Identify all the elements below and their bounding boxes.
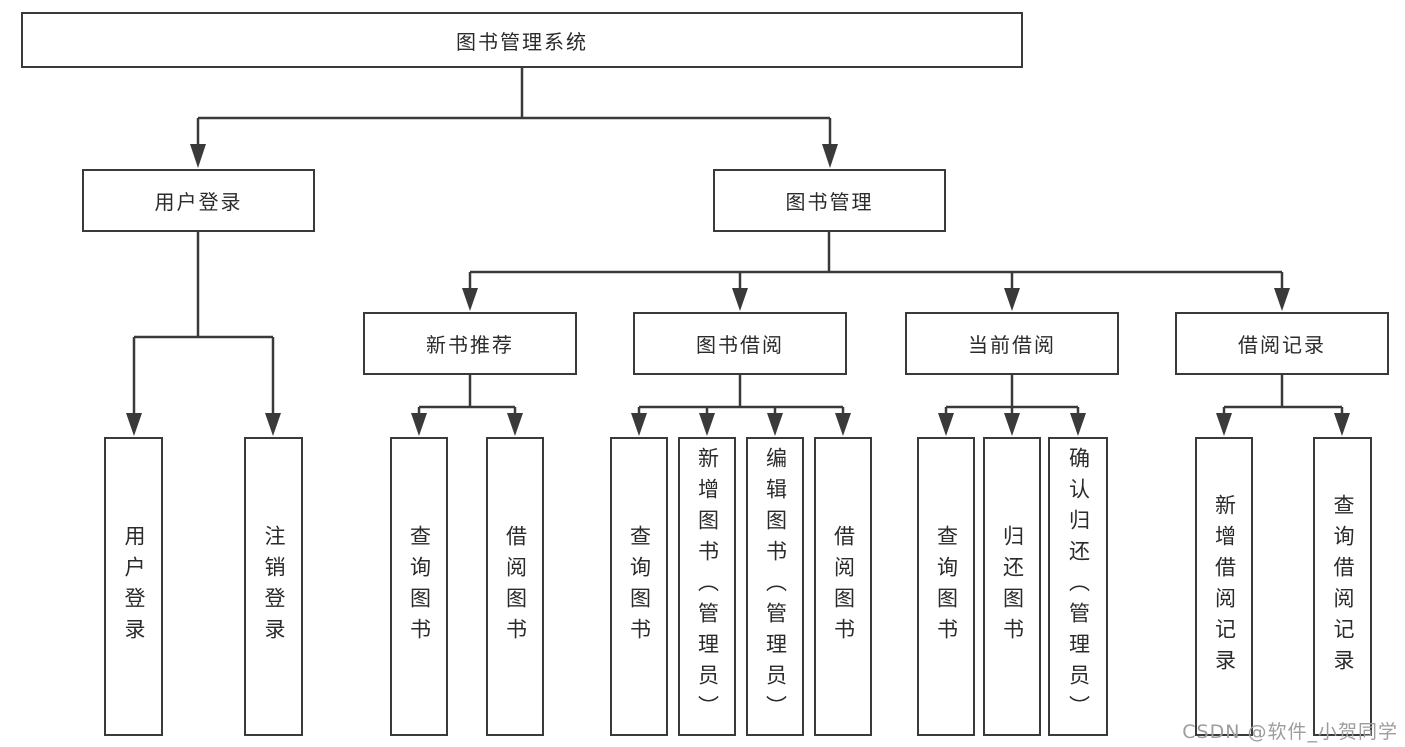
connector-book-management-to-level3: [468, 232, 1284, 290]
node-label: 借阅图书: [503, 524, 528, 649]
node-book-management: 图书管理: [713, 169, 946, 232]
leaf-query-book-2: 查询图书: [610, 437, 668, 736]
node-label: 查询借阅记录: [1331, 493, 1355, 680]
node-label: 图书管理: [785, 190, 874, 214]
node-label: 确认归还（管理员）: [1066, 447, 1091, 726]
connector-current-borrow-branch: [944, 375, 1080, 415]
node-label: 用户登录: [122, 524, 146, 649]
node-user-login: 用户登录: [82, 169, 315, 232]
node-label: 注销登录: [262, 524, 286, 649]
leaf-edit-book-admin: 编辑图书（管理员）: [746, 437, 804, 736]
node-new-book-recommend: 新书推荐: [363, 312, 577, 375]
leaf-query-book-3: 查询图书: [917, 437, 975, 736]
leaf-query-borrow-record: 查询借阅记录: [1313, 437, 1372, 736]
node-library-management-system: 图书管理系统: [21, 12, 1023, 68]
leaf-borrow-book-2: 借阅图书: [814, 437, 872, 736]
connector-borrow-record-branch: [1222, 375, 1344, 415]
leaf-confirm-return-admin: 确认归还（管理员）: [1048, 437, 1108, 736]
leaf-return-book: 归还图书: [983, 437, 1041, 736]
node-label: 借阅记录: [1238, 333, 1326, 357]
connector-book-borrow-branch: [637, 375, 845, 415]
node-current-borrow: 当前借阅: [905, 312, 1119, 375]
node-label: 当前借阅: [968, 333, 1056, 357]
node-label: 编辑图书（管理员）: [763, 447, 788, 726]
leaf-add-book-admin: 新增图书（管理员）: [678, 437, 736, 736]
node-label: 归还图书: [1000, 524, 1025, 649]
node-label: 借阅图书: [831, 524, 856, 649]
node-label: 查询图书: [934, 524, 959, 649]
node-borrow-record: 借阅记录: [1175, 312, 1389, 375]
leaf-query-book-1: 查询图书: [390, 437, 448, 736]
node-label: 查询图书: [627, 524, 652, 649]
leaf-user-login: 用户登录: [104, 437, 163, 736]
leaf-add-borrow-record: 新增借阅记录: [1195, 437, 1253, 736]
node-label: 新增图书（管理员）: [695, 447, 720, 726]
node-label: 图书管理系统: [456, 29, 588, 54]
arrowheads-level3: [462, 288, 1290, 311]
node-label: 用户登录: [154, 190, 243, 214]
arrowheads-leaves: [126, 413, 1350, 436]
arrowheads-level2: [190, 144, 838, 168]
node-label: 新书推荐: [426, 333, 514, 357]
node-book-borrow: 图书借阅: [633, 312, 847, 375]
connector-new-book-branch: [417, 375, 517, 415]
node-label: 查询图书: [407, 524, 432, 649]
csdn-watermark: CSDN @软件_小贺同学: [1182, 721, 1398, 743]
leaf-borrow-book-1: 借阅图书: [486, 437, 544, 736]
connector-user-login-branch: [132, 232, 275, 415]
leaf-logout: 注销登录: [244, 437, 303, 736]
node-label: 新增借阅记录: [1212, 493, 1237, 680]
node-label: 图书借阅: [696, 333, 784, 357]
connector-root-to-level2: [196, 68, 832, 146]
